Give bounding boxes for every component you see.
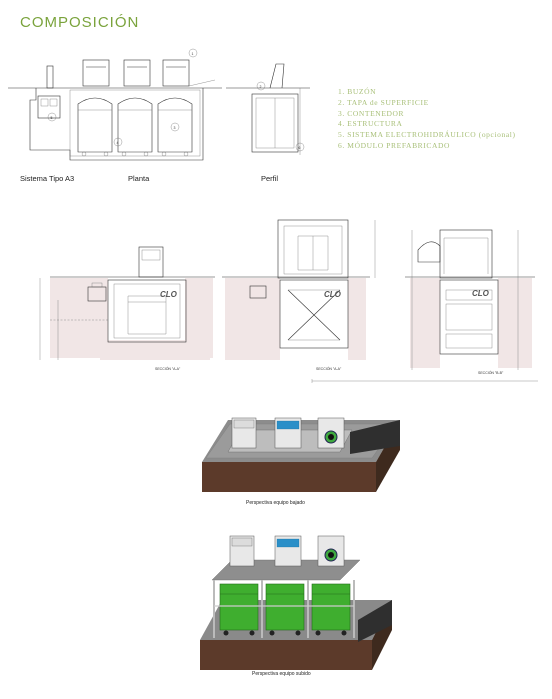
clo-label-2: CLO <box>324 290 342 299</box>
callout-3: 3 <box>174 126 176 130</box>
clo-label-1: CLO <box>160 290 178 299</box>
legend-item-surface-lid: 2. TAPA de SUPERFICIE <box>338 97 429 107</box>
caption-perspective-raised: Perspectiva equipo subido <box>252 671 311 677</box>
legend-item-mailbox: 1. BUZÓN <box>338 87 377 96</box>
caption-profile: Perfil <box>261 174 279 183</box>
callout-1: 1 <box>192 52 194 56</box>
callout-2: 2 <box>260 85 262 89</box>
clo-label-3: CLO <box>472 289 490 298</box>
callout-6: 6 <box>299 146 301 150</box>
profile-view: 2 6 <box>226 63 310 155</box>
legend-item-container: 3. CONTENEDOR <box>338 108 405 118</box>
caption-perspective-lowered: Perspectiva equipo bajado <box>246 500 305 506</box>
legend-item-structure: 4. ESTRUCTURA <box>338 119 403 129</box>
section-drawings: CLO CLO CLO <box>39 219 538 383</box>
legend-item-hydraulic-system: 5. SISTEMA ELECTROHIDRÁULICO (opcional) <box>338 130 516 140</box>
callout-4: 4 <box>117 141 119 145</box>
page-title: COMPOSICIÓN <box>20 14 140 31</box>
section-label-2: SECCIÓN "A-A" <box>316 366 342 371</box>
callout-5: 5 <box>51 116 53 120</box>
component-legend: 1. BUZÓN 2. TAPA de SUPERFICIE 3. CONTEN… <box>338 87 516 152</box>
perspective-raised-illustration <box>200 535 392 670</box>
caption-system-type: Sistema Tipo A3 <box>20 174 75 183</box>
section-label-1: SECCIÓN "A-A" <box>155 366 181 371</box>
section-label-3: SECCIÓN "B-B" <box>478 370 504 375</box>
system-front-view: 1 5 3 4 <box>8 48 222 161</box>
perspective-lowered-illustration <box>202 417 400 492</box>
legend-item-prefab-module: 6. MÓDULO PREFABRICADO <box>338 140 451 150</box>
caption-plan: Planta <box>128 174 150 183</box>
